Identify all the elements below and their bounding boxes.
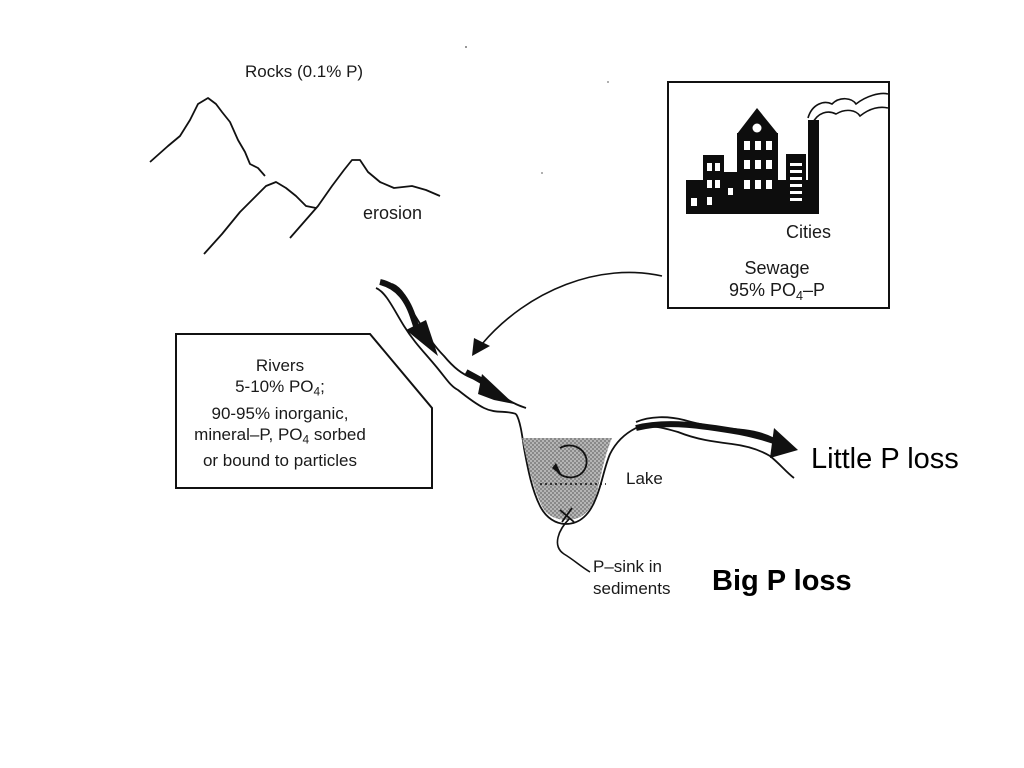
rivers-title: Rivers <box>255 356 305 375</box>
rocks-label: Rocks (0.1% P) <box>245 62 364 81</box>
building-windows <box>691 123 802 206</box>
flow-arrow-icon <box>379 279 798 458</box>
lake-water <box>522 438 612 520</box>
rivers-inorganic: 90-95% inorganic, <box>211 403 349 423</box>
psink-connector <box>556 517 591 573</box>
big-p-loss-label: Big P loss <box>712 565 852 597</box>
psink-line2: sediments <box>593 579 671 598</box>
psink-line1: P–sink in <box>593 557 662 576</box>
little-p-loss-label: Little P loss <box>811 443 959 475</box>
cities-label: Cities <box>786 222 832 242</box>
sewage-percent: 95% PO4–P <box>728 280 826 303</box>
scan-specks <box>465 46 609 174</box>
mountains-icon <box>149 97 441 255</box>
rivers-particles: or bound to particles <box>202 451 358 471</box>
erosion-label: erosion <box>363 203 423 223</box>
sewage-arrow-icon <box>472 271 663 356</box>
rivers-po4: 5-10% PO4; <box>235 377 325 399</box>
rivers-box <box>175 333 433 489</box>
sewage-label: Sewage 95% PO4–P <box>672 257 882 307</box>
psink-label: P–sink in sediments <box>593 556 670 600</box>
rivers-mineral: mineral–P, PO4 sorbed <box>194 424 366 447</box>
rivers-label: Rivers 5-10% PO4; 90-95% inorganic, mine… <box>180 355 380 471</box>
lake-label: Lake <box>626 469 663 488</box>
sewage-title: Sewage <box>744 258 810 278</box>
sediment-marks <box>559 507 575 523</box>
circulation-arrow-icon <box>552 444 588 479</box>
